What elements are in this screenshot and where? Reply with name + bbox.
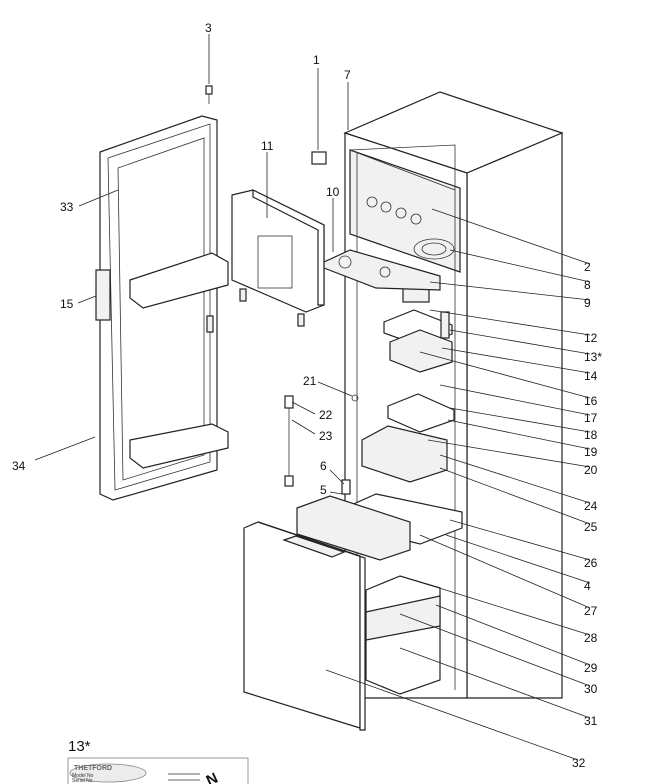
- freezer-door: [231, 189, 325, 327]
- callout-9: 9: [584, 296, 591, 310]
- callout-3: 3: [205, 21, 212, 35]
- plate-serial-label: Serial No: [72, 778, 93, 784]
- callout-15: 15: [60, 297, 74, 311]
- callout-1: 1: [313, 53, 320, 67]
- callout-19: 19: [584, 445, 598, 459]
- callout-labels: 3 1 7 11 10 33 15 34 21 22 23 6 5 2 8 9 …: [12, 21, 602, 770]
- callout-23: 23: [319, 429, 333, 443]
- callout-28: 28: [584, 631, 598, 645]
- inset-caption: 13*: [68, 738, 91, 755]
- callout-7: 7: [344, 68, 351, 82]
- callout-32: 32: [572, 756, 586, 770]
- callout-26: 26: [584, 556, 598, 570]
- callout-5: 5: [320, 483, 327, 497]
- callout-8: 8: [584, 278, 591, 292]
- callout-20: 20: [584, 463, 598, 477]
- callout-18: 18: [584, 428, 598, 442]
- callout-12: 12: [584, 331, 598, 345]
- callout-16: 16: [584, 394, 598, 408]
- callout-2: 2: [584, 260, 591, 274]
- plate-brand: THETFORD: [74, 765, 112, 772]
- callout-27: 27: [584, 604, 598, 618]
- callout-6: 6: [320, 459, 327, 473]
- leader-lines: [34, 34, 591, 761]
- callout-10: 10: [326, 185, 340, 199]
- inset-rating-plate: 13* THETFORD Model No Serial No N: [67, 738, 249, 784]
- callout-24: 24: [584, 499, 598, 513]
- callout-21: 21: [303, 374, 317, 388]
- callout-13-star: 13*: [584, 350, 602, 364]
- plate-badge: [69, 763, 147, 783]
- main-door: [95, 115, 229, 501]
- plate-model-label: Model No: [72, 773, 94, 779]
- callout-29: 29: [584, 661, 598, 675]
- inner-parts: [205, 85, 463, 695]
- callout-31: 31: [584, 714, 598, 728]
- lower-door: [243, 521, 366, 731]
- callout-33: 33: [60, 200, 74, 214]
- callout-4: 4: [584, 579, 591, 593]
- callout-25: 25: [584, 520, 598, 534]
- callout-22: 22: [319, 408, 333, 422]
- callout-14: 14: [584, 369, 598, 383]
- callout-11: 11: [261, 139, 274, 153]
- callout-30: 30: [584, 682, 598, 696]
- callout-17: 17: [584, 411, 598, 425]
- callout-34: 34: [12, 459, 26, 473]
